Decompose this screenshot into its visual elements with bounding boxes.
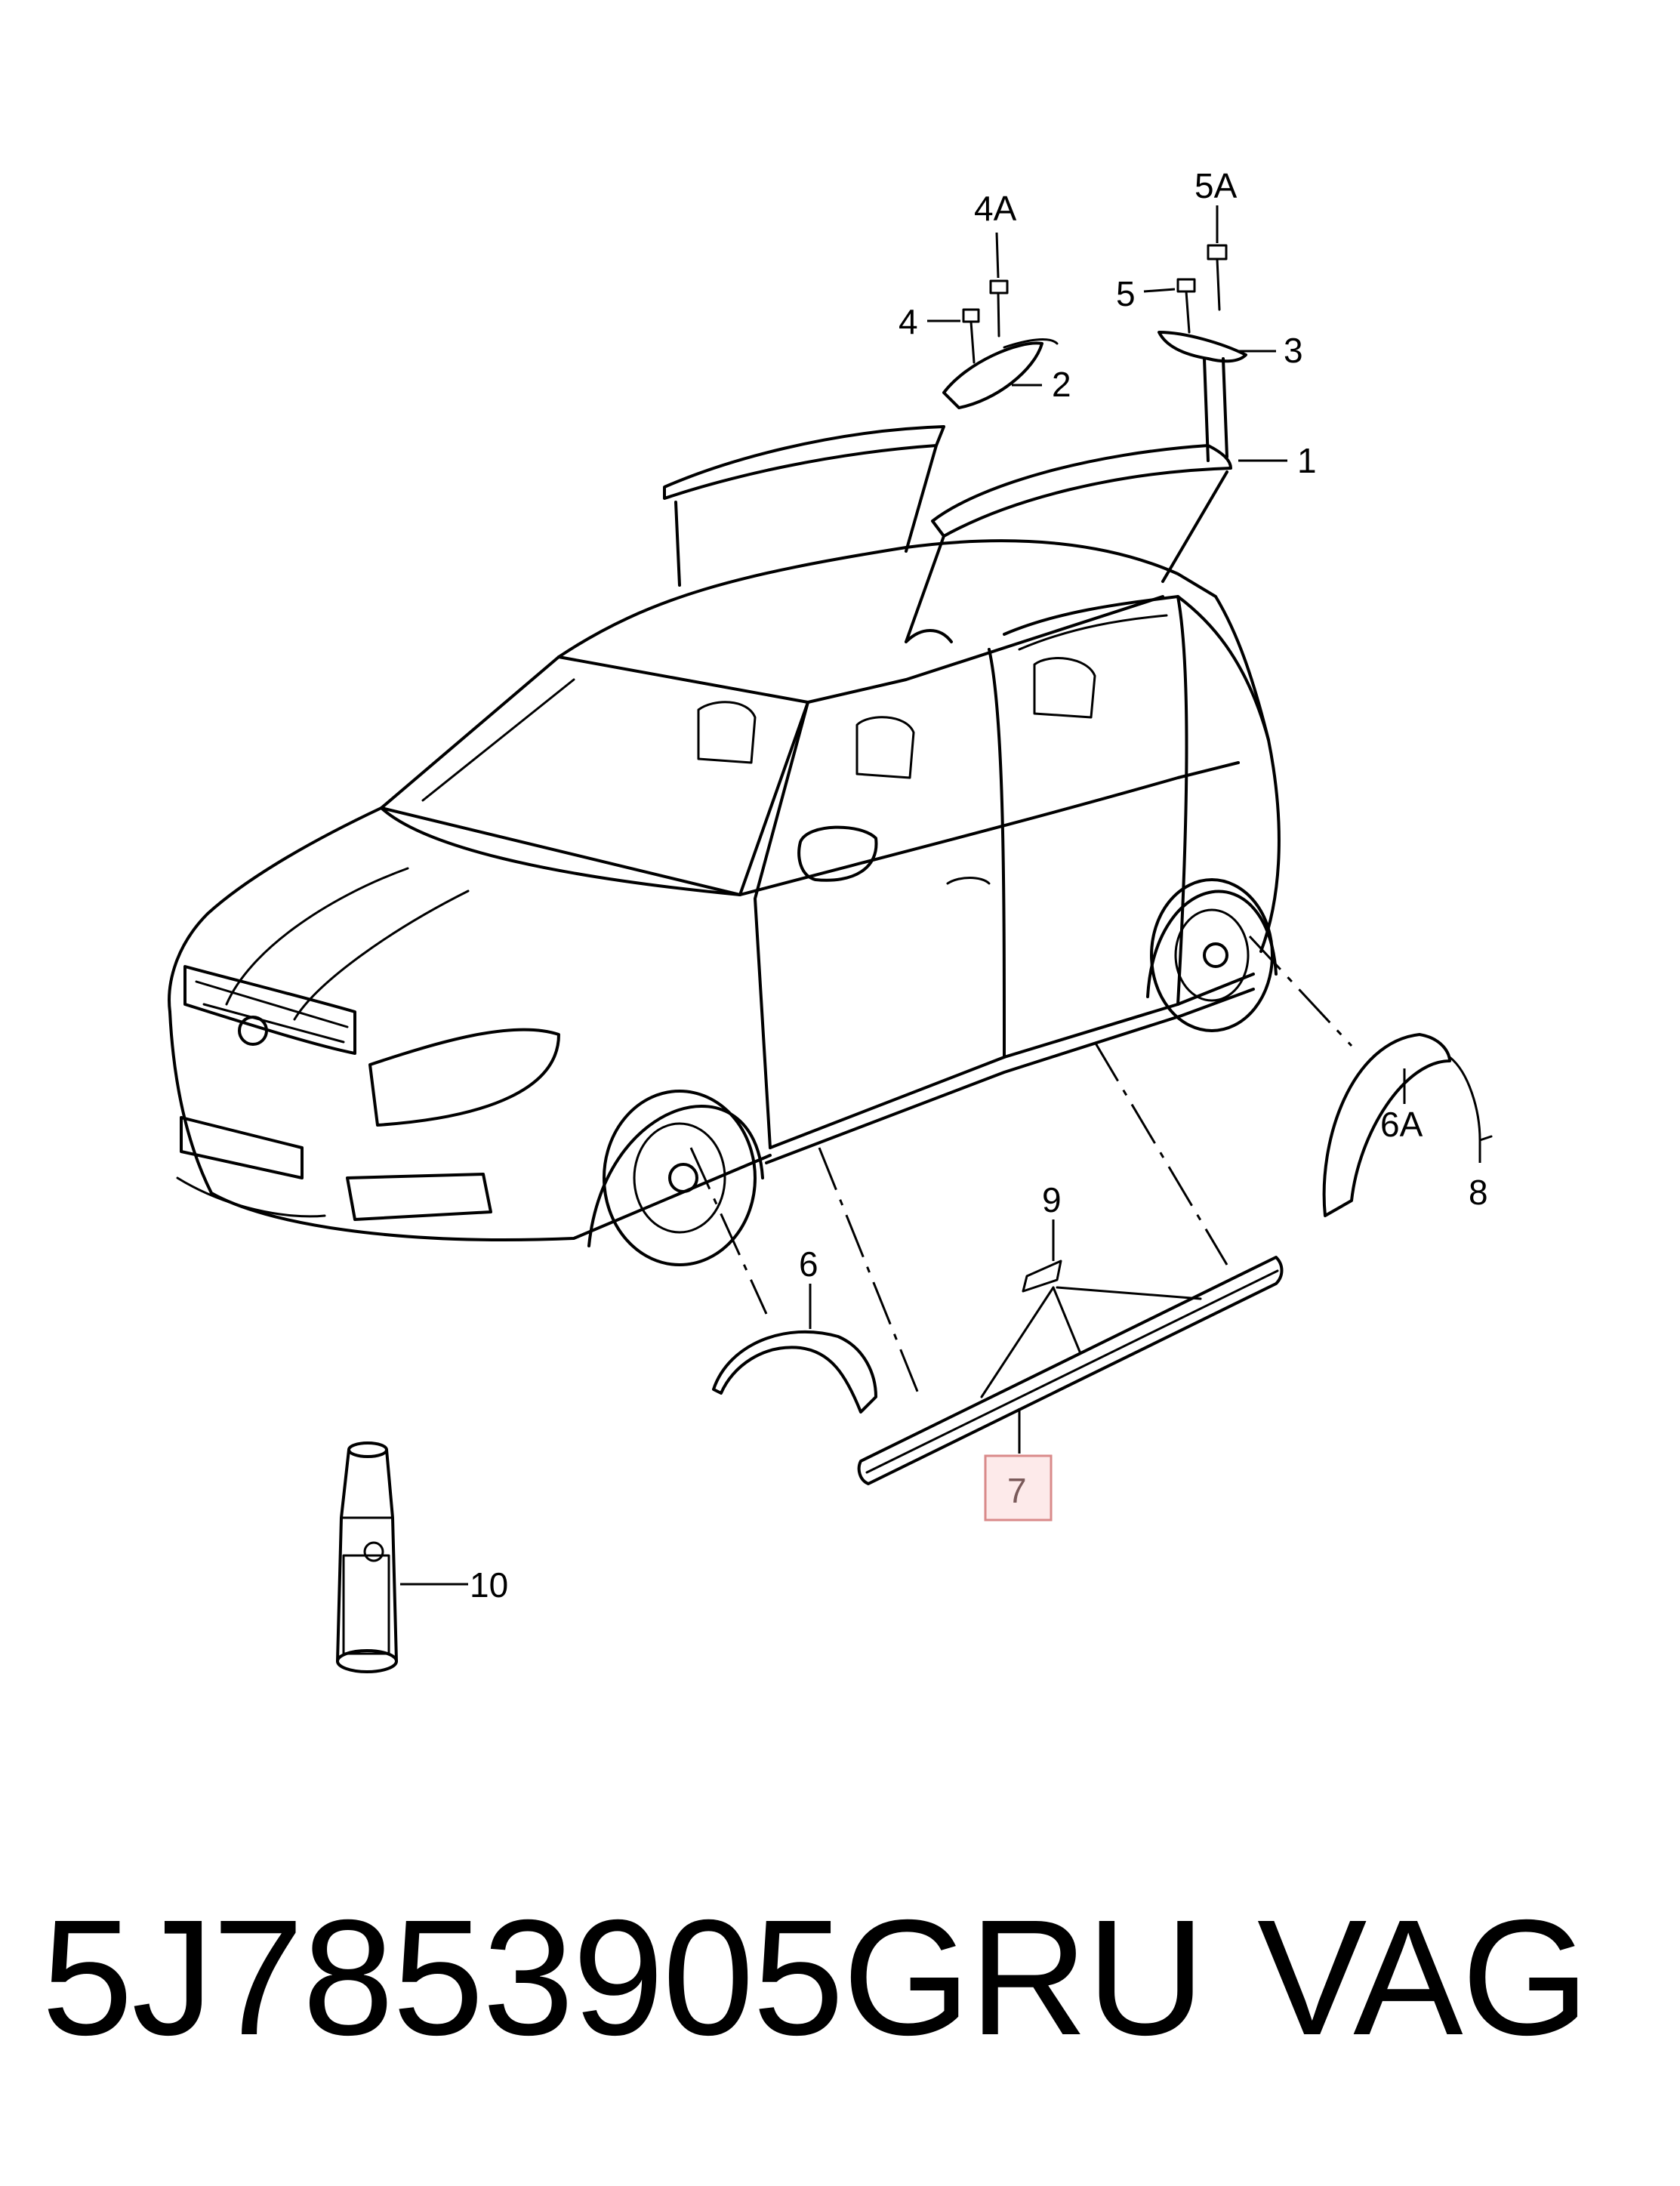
callout-5a: 5A	[1194, 166, 1238, 205]
cap-part-3	[1158, 331, 1247, 462]
callout-4a: 4A	[974, 189, 1017, 228]
roof-rail-right	[905, 444, 1232, 643]
callout-6: 6	[799, 1244, 818, 1284]
callout-10: 10	[470, 1565, 508, 1605]
callout-5: 5	[1116, 274, 1136, 313]
callout-2: 2	[1052, 365, 1071, 404]
bolt-4a	[989, 279, 1009, 338]
brand-label: VAG	[1257, 1886, 1589, 2070]
bolt-5	[1176, 278, 1196, 334]
adhesive-bottle-10	[336, 1441, 398, 1673]
callout-7: 7	[1007, 1471, 1027, 1510]
cap-part-2	[942, 338, 1059, 409]
callout-7-highlight: 7	[984, 1454, 1053, 1522]
callout-3: 3	[1284, 331, 1303, 370]
car-illustration	[168, 539, 1281, 1266]
part-number: 5J7853905GRU	[42, 1886, 1205, 2070]
side-moulding-7	[857, 1256, 1284, 1485]
callout-9: 9	[1042, 1180, 1062, 1219]
roof-rail-left	[663, 425, 945, 587]
callout-1: 1	[1297, 441, 1317, 480]
clip-8	[1448, 1056, 1493, 1142]
footer: 5J7853905GRU VAG	[42, 1880, 1642, 2077]
callout-6a: 6A	[1380, 1105, 1423, 1144]
callout-8: 8	[1469, 1173, 1488, 1212]
bolt-5a	[1207, 244, 1228, 311]
callout-4: 4	[899, 302, 918, 341]
arch-trim-6a	[1322, 1033, 1451, 1217]
bolt-4	[962, 308, 980, 364]
clip-9	[980, 1259, 1202, 1398]
arch-trim-6	[712, 1330, 877, 1414]
